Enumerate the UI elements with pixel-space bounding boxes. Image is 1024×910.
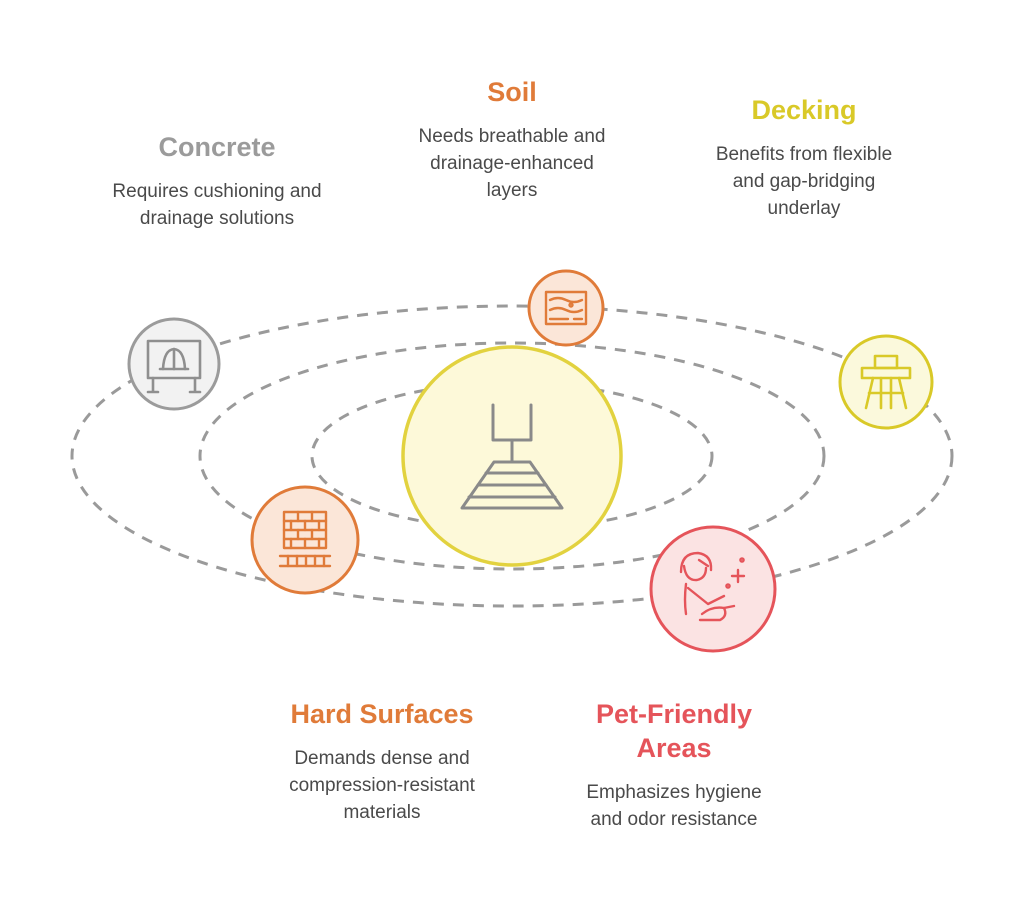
concrete-title: Concrete [158, 132, 276, 162]
hard-surfaces-title: Hard Surfaces [290, 699, 474, 729]
hard-surfaces-desc: Demands dense and compression-resistant … [289, 748, 475, 823]
soil-label: Soil Needs breathable and drainage-enhan… [362, 75, 662, 204]
pet-friendly-title: Pet-Friendly Areas [595, 699, 753, 763]
soil-desc: Needs breathable and drainage-enhanced l… [418, 126, 606, 201]
pet-friendly-node [649, 525, 777, 653]
outer-orbit [70, 304, 954, 608]
brick-wall-icon [278, 510, 332, 568]
construction-site-icon [146, 339, 202, 394]
soil-node [527, 269, 605, 347]
soil-title: Soil [487, 77, 537, 107]
deck-bench-icon [860, 354, 912, 410]
concrete-desc: Requires cushioning and drainage solutio… [112, 181, 322, 229]
decking-node [838, 334, 934, 430]
hard-surfaces-label: Hard Surfaces Demands dense and compress… [234, 697, 530, 826]
decking-desc: Benefits from flexible and gap-bridging … [715, 144, 893, 219]
soil-layers-icon [544, 290, 588, 326]
middle-orbit [198, 341, 826, 571]
pet-friendly-label: Pet-Friendly Areas Emphasizes hygiene an… [534, 697, 814, 833]
center-node [401, 345, 623, 567]
layered-underlay-icon [460, 403, 564, 510]
hard-surfaces-node [250, 485, 360, 595]
pet-friendly-desc: Emphasizes hygiene and odor resistance [586, 782, 762, 830]
decking-label: Decking Benefits from flexible and gap-b… [662, 93, 946, 222]
concrete-label: Concrete Requires cushioning and drainag… [60, 130, 374, 232]
concrete-node [127, 317, 221, 411]
person-cleaning-icon [679, 551, 746, 622]
decking-title: Decking [751, 95, 857, 125]
